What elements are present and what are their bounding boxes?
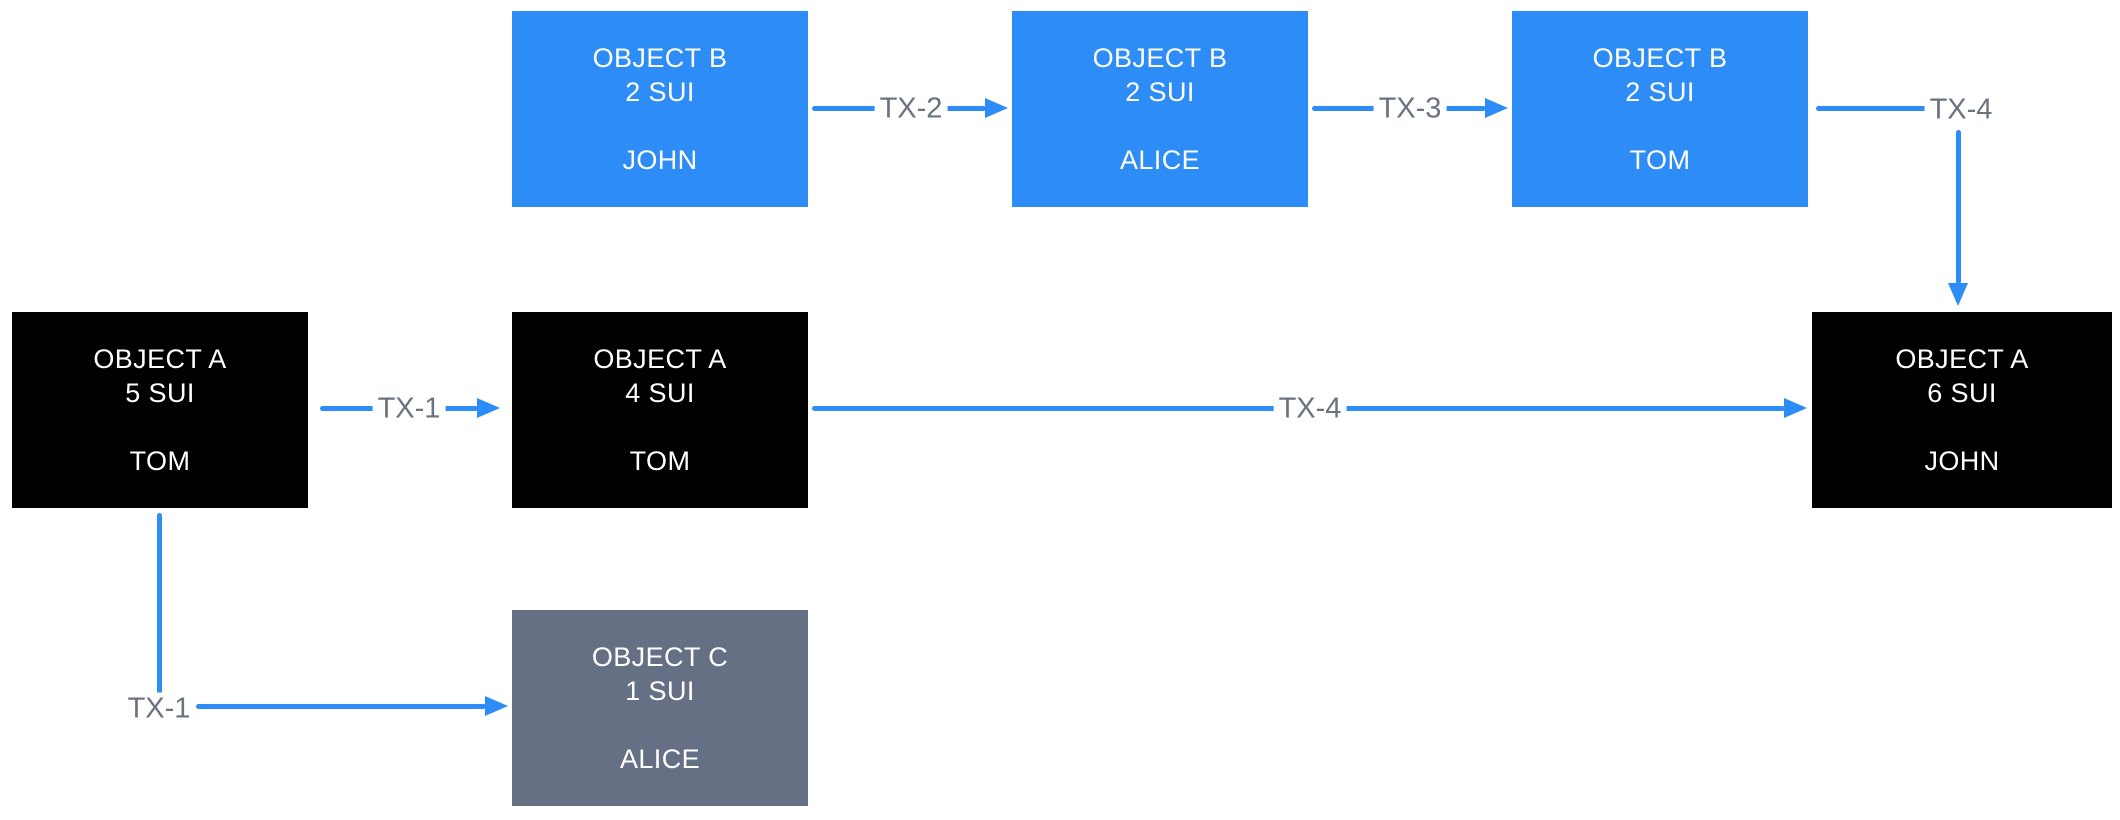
object-owner: TOM: [629, 446, 691, 476]
node-object-b-tom: OBJECT B 2 SUI TOM: [1512, 11, 1808, 207]
object-title: OBJECT B: [592, 43, 728, 73]
object-owner: TOM: [1629, 145, 1691, 175]
node-object-b-alice: OBJECT B 2 SUI ALICE: [1012, 11, 1308, 207]
object-amount: 2 SUI: [1625, 77, 1695, 107]
object-owner: TOM: [129, 446, 191, 476]
object-amount: 1 SUI: [625, 676, 695, 706]
arrowhead-right-icon: [1485, 98, 1508, 118]
node-object-c-alice: OBJECT C 1 SUI ALICE: [512, 610, 808, 806]
node-object-a-5sui-tom: OBJECT A 5 SUI TOM: [12, 312, 308, 508]
object-owner: ALICE: [619, 744, 701, 774]
edge-label-tx1: TX-1: [372, 392, 446, 426]
edge-label-tx2: TX-2: [874, 92, 948, 126]
edge-line: [1956, 130, 1961, 284]
object-owner: JOHN: [1924, 446, 2000, 476]
arrowhead-right-icon: [477, 398, 500, 418]
object-title: OBJECT A: [593, 344, 727, 374]
object-amount: 2 SUI: [625, 77, 695, 107]
edge-line: [196, 704, 486, 709]
object-amount: 2 SUI: [1125, 77, 1195, 107]
object-amount: 4 SUI: [625, 378, 695, 408]
arrowhead-right-icon: [1784, 398, 1807, 418]
object-amount: 5 SUI: [125, 378, 195, 408]
object-amount: 6 SUI: [1927, 378, 1997, 408]
object-owner: ALICE: [1119, 145, 1201, 175]
edge-label-tx3: TX-3: [1373, 92, 1447, 126]
object-title: OBJECT A: [1895, 344, 2029, 374]
node-object-b-john: OBJECT B 2 SUI JOHN: [512, 11, 808, 207]
object-owner: JOHN: [622, 145, 698, 175]
edge-label-tx1: TX-1: [122, 692, 196, 726]
edge-label-tx4: TX-4: [1924, 93, 1998, 127]
object-title: OBJECT C: [591, 642, 729, 672]
node-object-a-4sui-tom: OBJECT A 4 SUI TOM: [512, 312, 808, 508]
arrowhead-right-icon: [485, 696, 508, 716]
edge-line: [1816, 106, 1928, 111]
object-title: OBJECT B: [1092, 43, 1228, 73]
edge-line: [157, 513, 162, 695]
arrowhead-down-icon: [1948, 283, 1968, 306]
object-title: OBJECT B: [1592, 43, 1728, 73]
arrowhead-right-icon: [985, 98, 1008, 118]
node-object-a-6sui-john: OBJECT A 6 SUI JOHN: [1812, 312, 2112, 508]
object-title: OBJECT A: [93, 344, 227, 374]
edge-label-tx4: TX-4: [1273, 392, 1347, 426]
